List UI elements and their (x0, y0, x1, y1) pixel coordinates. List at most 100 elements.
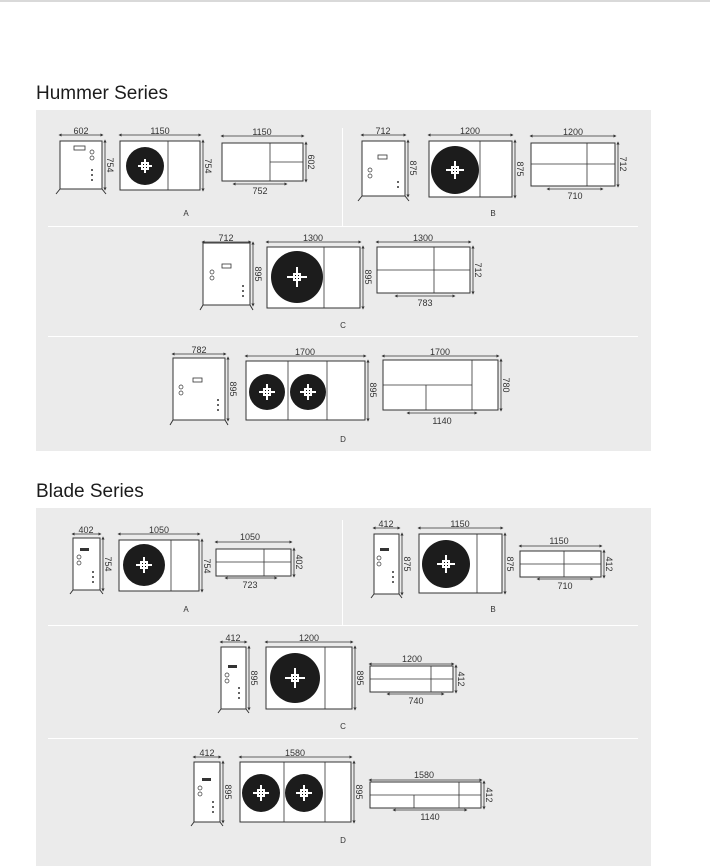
dim-front-height: 895 (368, 382, 378, 397)
dim-top-width: 1200 (563, 127, 583, 137)
model-label: B (490, 209, 495, 218)
hummer-drawings: 602 754 1150 754 1150 (55, 126, 628, 444)
dim-side-width: 412 (378, 519, 393, 529)
dim-top-span: 740 (408, 696, 423, 706)
model-c-unit: 712 895 1300 895 1300 71 (199, 233, 483, 330)
side-view: 782 895 (169, 345, 238, 426)
model-label: A (183, 605, 189, 614)
blade-drawings: 402 754 1050 754 1050 40 (69, 519, 614, 845)
dim-top-width: 1300 (413, 233, 433, 243)
dim-front-width: 1300 (303, 233, 323, 243)
dim-side-height: 754 (105, 157, 115, 172)
dim-top-depth: 602 (306, 154, 316, 169)
dim-front-width: 1580 (285, 748, 305, 758)
dim-top-depth: 412 (456, 671, 466, 686)
row-divider (48, 738, 638, 739)
model-label: A (183, 209, 189, 218)
model-label: D (340, 836, 346, 845)
top-view: 1200 712 710 (529, 127, 628, 201)
dim-top-width: 1700 (430, 347, 450, 357)
dim-side-width: 402 (78, 525, 93, 535)
hummer-series-panel: 602 754 1150 754 1150 (36, 110, 651, 451)
dim-top-width: 1150 (549, 536, 568, 546)
dim-front-height: 875 (515, 161, 525, 176)
dim-top-width: 1050 (240, 532, 260, 542)
dim-front-height: 895 (354, 784, 364, 799)
dim-front-width: 1150 (150, 126, 169, 136)
top-view: 1150 602 752 (220, 127, 316, 196)
top-view: 1150 412 710 (518, 536, 614, 591)
side-view: 712 875 (357, 126, 418, 202)
dim-front-width: 1200 (460, 126, 480, 136)
blade-series-title: Blade Series (36, 481, 144, 502)
dim-side-width: 602 (73, 126, 88, 136)
dim-side-width: 712 (375, 126, 390, 136)
model-label: C (340, 722, 346, 731)
dim-side-height: 895 (253, 266, 263, 281)
dim-side-height: 895 (249, 670, 259, 685)
dim-front-height: 875 (505, 556, 515, 571)
dim-side-height: 875 (408, 160, 418, 175)
dim-side-width: 782 (191, 345, 206, 355)
model-b-unit: 712 875 1200 875 1200 71 (357, 126, 628, 218)
row-divider (48, 336, 638, 337)
dim-top-depth: 712 (618, 156, 628, 171)
dim-front-width: 1150 (450, 519, 469, 529)
front-view: 1050 754 (117, 525, 212, 593)
top-view: 1200 412 740 (368, 654, 466, 706)
top-view: 1050 402 723 (214, 532, 304, 590)
model-label: B (490, 605, 495, 614)
dim-top-span: 1140 (420, 812, 439, 822)
model-d-unit: 782 895 1700 895 (169, 345, 511, 444)
dim-front-width: 1700 (295, 347, 315, 357)
front-view: 1150 754 (118, 126, 213, 192)
dim-side-width: 412 (225, 633, 240, 643)
model-a-unit: 402 754 1050 754 1050 40 (69, 525, 304, 614)
dim-top-depth: 412 (484, 787, 494, 802)
model-a-unit: 602 754 1150 754 1150 (55, 126, 316, 218)
dim-front-width: 1050 (149, 525, 169, 535)
dim-top-width: 1200 (402, 654, 422, 664)
dim-front-width: 1200 (299, 633, 319, 643)
top-view: 1300 712 783 (375, 233, 483, 308)
row-divider (48, 625, 638, 626)
dim-top-span: 752 (252, 186, 267, 196)
column-divider (342, 520, 343, 625)
dim-front-height: 754 (203, 158, 213, 173)
side-view: 412 875 (370, 519, 412, 599)
top-view: 1580 412 1140 (368, 770, 494, 822)
side-view: 602 754 (55, 126, 115, 195)
front-view: 1200 875 (427, 126, 525, 199)
dim-top-span: 1140 (432, 416, 451, 426)
dim-top-depth: 402 (294, 554, 304, 569)
top-view: 1700 780 1140 (381, 347, 511, 426)
dim-top-span: 723 (242, 580, 257, 590)
dim-top-span: 710 (557, 581, 572, 591)
side-view: 412 895 (190, 748, 233, 827)
dim-side-height: 875 (402, 556, 412, 571)
dim-top-span: 710 (567, 191, 582, 201)
dim-front-height: 895 (363, 269, 373, 284)
side-view: 712 895 (199, 233, 263, 311)
dim-side-width: 412 (199, 748, 214, 758)
model-b-unit: 412 875 1150 875 1150 41 (370, 519, 614, 614)
front-view: 1300 895 (265, 233, 373, 310)
dim-front-height: 895 (355, 670, 365, 685)
side-view: 402 754 (69, 525, 113, 595)
front-view: 1700 895 (244, 347, 378, 422)
dim-top-depth: 712 (473, 262, 483, 277)
blade-series-panel: 402 754 1050 754 1050 40 (36, 508, 651, 866)
dim-top-width: 1150 (252, 127, 271, 137)
dim-side-height: 895 (228, 381, 238, 396)
dim-top-width: 1580 (414, 770, 434, 780)
dim-top-depth: 412 (604, 556, 614, 571)
dim-front-height: 754 (202, 558, 212, 573)
row-divider (48, 226, 638, 227)
model-d-unit: 412 895 1580 895 (190, 748, 494, 845)
front-view: 1150 875 (417, 519, 515, 595)
dim-top-span: 783 (417, 298, 432, 308)
dim-side-height: 895 (223, 784, 233, 799)
dim-side-width: 712 (218, 233, 233, 243)
model-label: D (340, 435, 346, 444)
side-view: 412 895 (217, 633, 259, 714)
